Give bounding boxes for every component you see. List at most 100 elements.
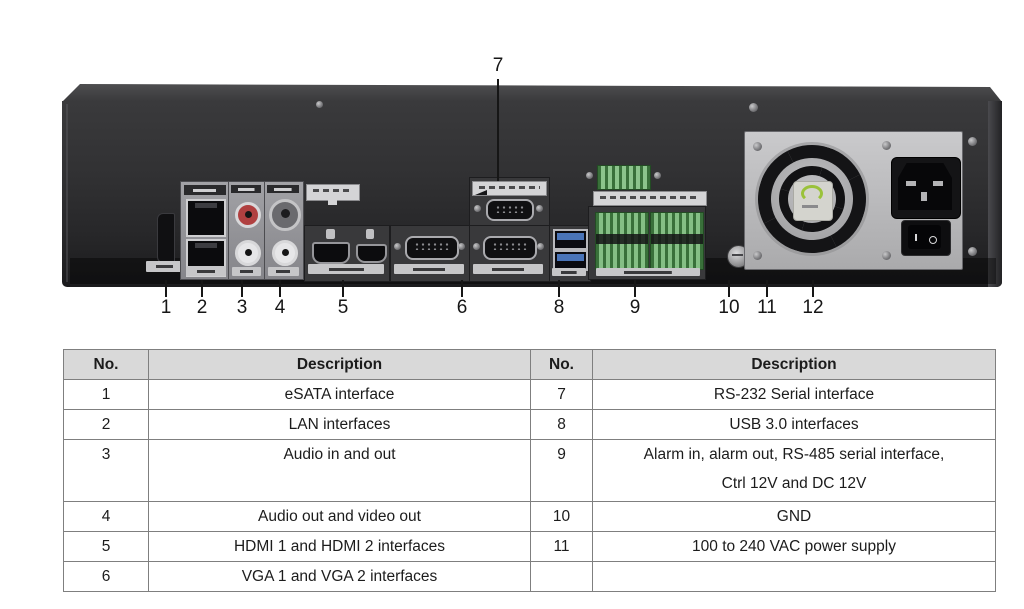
cell-desc: eSATA interface — [148, 379, 531, 410]
table-row: 1 eSATA interface 7 RS-232 Serial interf… — [63, 379, 996, 410]
video-plate — [264, 181, 304, 280]
lan-plate-tag — [184, 185, 226, 195]
power-inlet-pin-l — [906, 181, 916, 186]
callout-number-6: 6 — [456, 297, 468, 318]
hdmi-label — [308, 264, 384, 274]
cell-no: 2 — [63, 409, 149, 440]
terminal-label-strip — [593, 191, 707, 206]
callout-number-11: 11 — [757, 297, 777, 318]
cell-no: 1 — [63, 379, 149, 410]
header-desc-right: Description — [592, 349, 996, 380]
screw-icon — [394, 243, 401, 250]
callout-number-3: 3 — [236, 297, 248, 318]
header-desc-left: Description — [148, 349, 531, 380]
screw-icon — [536, 205, 543, 212]
lan-label — [186, 266, 226, 276]
callout-line-1 — [165, 280, 167, 297]
interface-description-table: No. Description No. Description 1 eSATA … — [63, 349, 996, 592]
cell-no: 9 — [530, 439, 593, 502]
screw-icon — [753, 142, 762, 151]
cell-desc: HDMI 1 and HDMI 2 interfaces — [148, 531, 531, 562]
table-row: 2 LAN interfaces 8 USB 3.0 interfaces — [63, 409, 996, 440]
callout-number-5: 5 — [337, 297, 349, 318]
terminal-block-top — [597, 165, 651, 190]
rs232-label-strip — [472, 181, 547, 196]
cell-desc: Audio in and out — [148, 439, 531, 502]
table-header-row: No. Description No. Description — [63, 349, 996, 380]
cell-no — [530, 561, 593, 592]
callout-line-9 — [634, 280, 636, 297]
callout-line-2 — [201, 280, 203, 297]
cell-desc: RS-232 Serial interface — [592, 379, 996, 410]
callout-line-4 — [279, 280, 281, 297]
fan-hub-logo-icon — [801, 185, 823, 202]
cell-desc: VGA 1 and VGA 2 interfaces — [148, 561, 531, 592]
cell-no: 4 — [63, 501, 149, 532]
callout-number-2: 2 — [196, 297, 208, 318]
callout-number-12: 12 — [802, 297, 824, 318]
video-out-rca-white — [272, 240, 298, 266]
callout-line-6 — [461, 280, 463, 297]
terminal-label — [596, 268, 700, 276]
fan-hub-text-mark — [802, 205, 818, 208]
screw-icon — [882, 251, 891, 260]
callout-line-5 — [342, 280, 344, 297]
hdmi-sticker-tail — [328, 199, 337, 205]
screw-icon — [882, 141, 891, 150]
power-switch-mark-off — [929, 236, 937, 244]
callout-line-11 — [766, 280, 768, 297]
screw-icon — [968, 247, 977, 256]
lan-port-1 — [186, 199, 226, 237]
header-no-left: No. — [63, 349, 149, 380]
audio-label — [232, 267, 261, 276]
callout-line-3 — [241, 280, 243, 297]
cell-desc-line2: Ctrl 12V and DC 12V — [721, 475, 867, 492]
hdmi-port-2 — [356, 244, 387, 263]
screw-icon — [749, 103, 758, 112]
callout-line-7 — [497, 79, 499, 181]
video-plate-tag — [267, 185, 299, 193]
table-row: 6 VGA 1 and VGA 2 interfaces — [63, 561, 996, 592]
cell-desc: USB 3.0 interfaces — [592, 409, 996, 440]
rs232-port — [486, 199, 534, 221]
audio-out-rca-white — [235, 240, 261, 266]
cell-desc: 100 to 240 VAC power supply — [592, 531, 996, 562]
power-inlet-pin-gnd — [921, 192, 927, 201]
screw-icon — [474, 205, 481, 212]
chassis-right-side — [988, 101, 1002, 287]
header-no-right: No. — [530, 349, 593, 380]
audio-in-rca-red — [235, 202, 261, 228]
callout-number-4: 4 — [274, 297, 286, 318]
hdmi-port-1 — [312, 242, 350, 264]
power-switch-mark-on — [915, 234, 917, 241]
vga-port-1 — [405, 236, 459, 260]
esata-label — [146, 261, 183, 272]
cell-desc: LAN interfaces — [148, 409, 531, 440]
terminal-block-right — [650, 212, 704, 270]
callout-number-7: 7 — [492, 55, 504, 76]
usb-label — [552, 268, 586, 276]
cell-no: 11 — [530, 531, 593, 562]
screw-icon — [753, 251, 762, 260]
vga1-label — [394, 264, 464, 274]
cell-desc: Alarm in, alarm out, RS-485 serial inter… — [592, 439, 996, 502]
chassis-top-face — [62, 84, 1002, 102]
cell-no: 10 — [530, 501, 593, 532]
cell-no: 6 — [63, 561, 149, 592]
callout-line-10 — [728, 280, 730, 297]
callout-number-10: 10 — [718, 297, 740, 318]
callout-number-9: 9 — [629, 297, 641, 318]
hdmi2-icon — [366, 229, 374, 239]
cell-no: 8 — [530, 409, 593, 440]
cell-desc-line1: Alarm in, alarm out, RS-485 serial inter… — [643, 446, 945, 463]
screw-icon — [654, 172, 661, 179]
video-out-bnc — [269, 199, 301, 231]
screw-icon — [473, 243, 480, 250]
cell-no: 7 — [530, 379, 593, 410]
screw-icon — [968, 137, 977, 146]
hdmi1-icon — [326, 229, 335, 239]
rs232-arrow-mark — [475, 190, 487, 195]
vga2-label — [473, 264, 543, 274]
callout-number-8: 8 — [553, 297, 565, 318]
